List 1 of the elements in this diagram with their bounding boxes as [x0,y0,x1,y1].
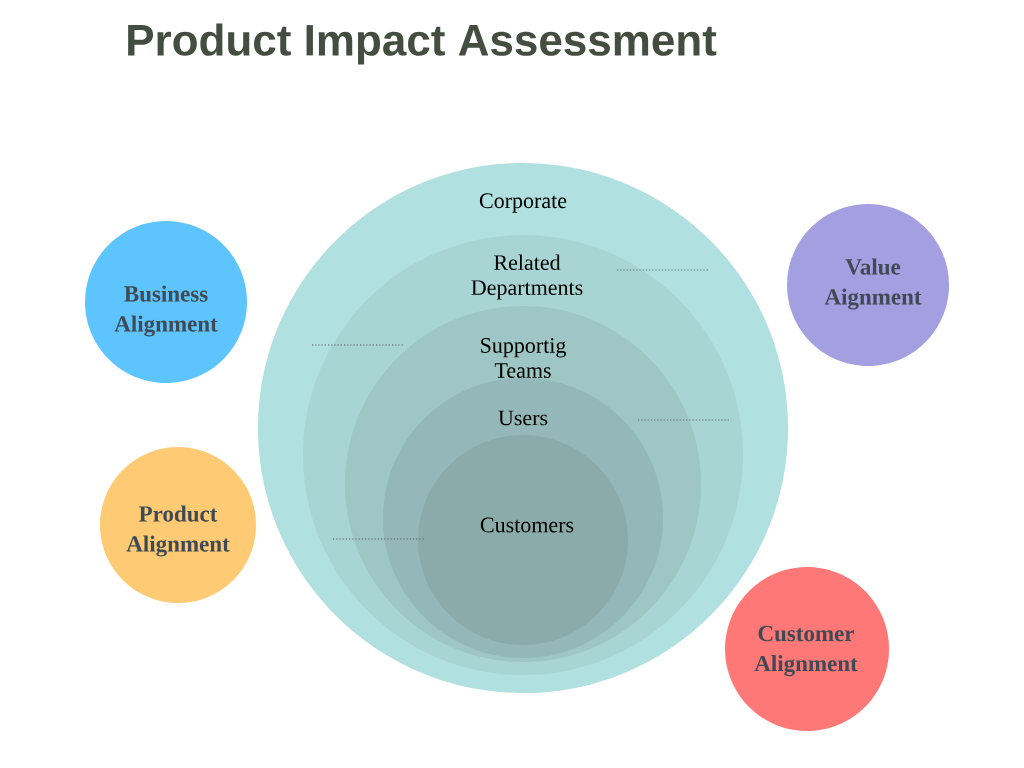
title: Product Impact Assessment [128,23,717,65]
